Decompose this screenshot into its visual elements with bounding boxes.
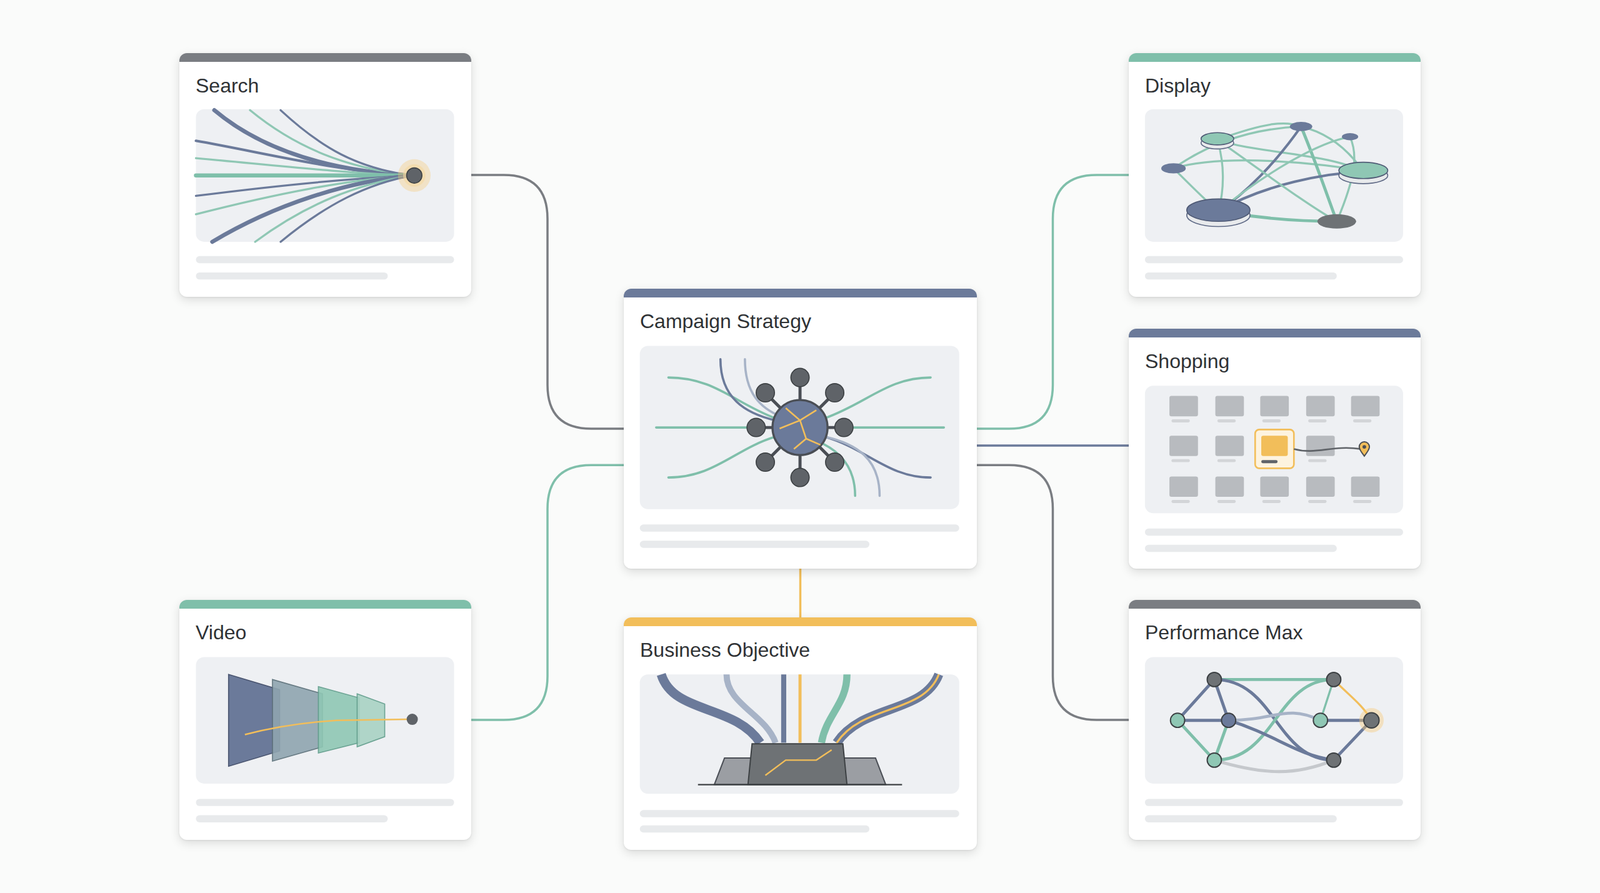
- card-title: Campaign Strategy: [640, 310, 965, 334]
- connector-line: [976, 175, 1129, 429]
- card-title: Business Objective: [640, 638, 965, 662]
- channel-card: Performance Max: [1128, 600, 1421, 840]
- card-accent-bar: [623, 288, 977, 298]
- card-title: Shopping: [1145, 350, 1409, 374]
- channel-card: Business Objective: [623, 617, 977, 850]
- shopping-grid: [1169, 395, 1380, 503]
- card-accent-bar: [179, 600, 472, 609]
- card-title: Performance Max: [1145, 621, 1409, 645]
- channel-card: Display: [1128, 53, 1421, 297]
- card-accent-bar: [623, 617, 977, 627]
- card-accent-bar: [1128, 600, 1421, 609]
- channel-card: Shopping: [1128, 328, 1421, 569]
- connector-line: [976, 444, 1129, 447]
- video-frames: [228, 674, 419, 767]
- objective-convergence: [661, 674, 939, 785]
- card-accent-bar: [1128, 328, 1421, 338]
- card-title: Search: [195, 74, 459, 98]
- connector-line: [799, 568, 802, 618]
- card-accent-bar: [1128, 53, 1421, 62]
- channel-card: Campaign Strategy: [623, 288, 977, 569]
- illustration-panel: [195, 109, 1403, 795]
- strategy-hub: [656, 359, 944, 497]
- card-accent-bar: [179, 53, 472, 62]
- connector-line: [471, 175, 624, 429]
- card-title: Video: [195, 621, 459, 645]
- channel-card: Search: [179, 53, 472, 297]
- search-funnel: [195, 110, 431, 242]
- pmax-network: [1170, 672, 1384, 772]
- connector-line: [471, 465, 624, 720]
- channel-card: Video: [179, 600, 472, 840]
- connector-line: [976, 465, 1129, 720]
- card-title: Display: [1145, 74, 1409, 98]
- display-network: [1161, 121, 1388, 229]
- placeholder-line: [195, 256, 1403, 833]
